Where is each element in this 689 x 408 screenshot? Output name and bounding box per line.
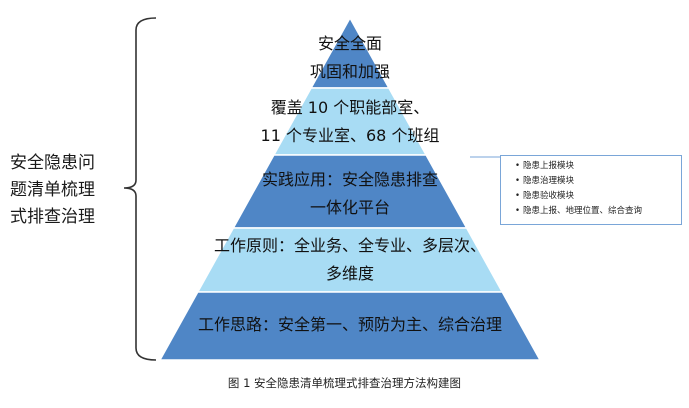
tier-2-line-2: 11 个专业室、68 个班组 (260, 126, 440, 145)
tier-2-line-1: 覆盖 10 个职能部室、 (270, 98, 430, 117)
side-label: 安全隐患问 题清单梳理 式排查治理 (10, 150, 115, 231)
tier-1-text: 安全全面 巩固和加强 (160, 30, 540, 86)
figure-caption: 图 1 安全隐患清单梳理式排查治理方法构建图 (227, 376, 462, 390)
module-list-item: 隐患上报、地理位置、综合查询 (515, 204, 681, 219)
tier-3-line-2: 一体化平台 (309, 198, 390, 217)
tier-5-text: 工作思路：安全第一、预防为主、综合治理 (160, 311, 540, 339)
module-callout-box: 隐患上报模块 隐患治理模块 隐患验收模块 隐患上报、地理位置、综合查询 (500, 155, 682, 225)
tier-3-line-1: 实践应用：安全隐患排查 (261, 170, 438, 189)
module-list-item: 隐患上报模块 (515, 159, 681, 174)
tier-1-line-1: 安全全面 (317, 34, 382, 53)
tier-5-line-1: 工作思路：安全第一、预防为主、综合治理 (197, 315, 502, 334)
left-brace (123, 17, 157, 361)
module-list-item: 隐患验收模块 (515, 189, 681, 204)
tier-4-line-1: 工作原则：全业务、全专业、多层次、 (213, 236, 486, 255)
tier-4-line-2: 多维度 (325, 264, 374, 283)
pyramid-tier-5 (158, 291, 542, 361)
pyramid-tiers (158, 16, 542, 361)
module-list-item: 隐患治理模块 (515, 174, 681, 189)
side-label-line: 题清单梳理 (10, 180, 95, 200)
tier-4-text: 工作原则：全业务、全专业、多层次、 多维度 (160, 232, 540, 288)
tier-3-text: 实践应用：安全隐患排查 一体化平台 (160, 166, 540, 222)
tier-1-line-2: 巩固和加强 (309, 62, 390, 81)
side-label-line: 式排查治理 (10, 207, 95, 227)
tier-2-text: 覆盖 10 个职能部室、 11 个专业室、68 个班组 (160, 94, 540, 150)
side-label-line: 安全隐患问 (10, 153, 95, 173)
module-list: 隐患上报模块 隐患治理模块 隐患验收模块 隐患上报、地理位置、综合查询 (515, 159, 681, 219)
